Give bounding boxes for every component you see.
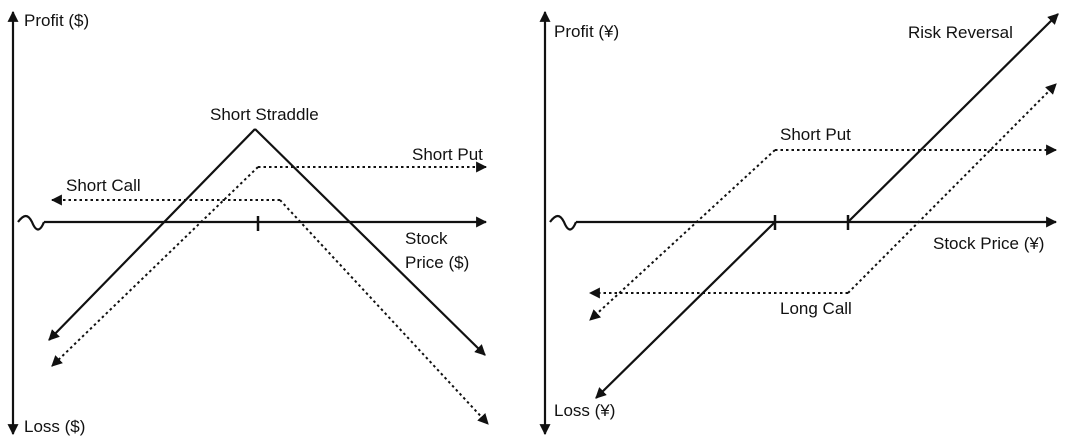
risk-reversal-down <box>595 221 776 399</box>
left-axis-break <box>17 214 46 231</box>
long-call-label: Long Call <box>780 299 852 318</box>
right-x-label: Stock Price (¥) <box>933 234 1044 253</box>
right-axis-break <box>549 214 578 231</box>
long-call-up <box>847 83 1057 294</box>
left-short-put-label: Short Put <box>412 145 483 164</box>
short-call-down <box>279 199 489 425</box>
risk-reversal-label: Risk Reversal <box>908 23 1013 42</box>
short-put-down <box>51 166 259 367</box>
left-diagram: Profit ($) Loss ($) Short Straddle Short… <box>7 10 489 436</box>
left-y-bottom-label: Loss ($) <box>24 417 85 436</box>
left-short-call-label: Short Call <box>66 176 141 195</box>
right-short-put-label: Short Put <box>780 125 851 144</box>
left-x-label-line1: Stock <box>405 229 448 248</box>
left-y-top-label: Profit ($) <box>24 11 89 30</box>
right-short-put-down <box>589 149 776 321</box>
risk-reversal-up <box>847 13 1059 223</box>
right-diagram: Profit (¥) Loss (¥) Risk Reversal Short … <box>539 10 1059 436</box>
short-straddle-left-leg <box>48 128 256 341</box>
short-straddle-label: Short Straddle <box>210 105 319 124</box>
right-y-top-label: Profit (¥) <box>554 22 619 41</box>
right-y-bottom-label: Loss (¥) <box>554 401 615 420</box>
left-x-label-line2: Price ($) <box>405 253 469 272</box>
